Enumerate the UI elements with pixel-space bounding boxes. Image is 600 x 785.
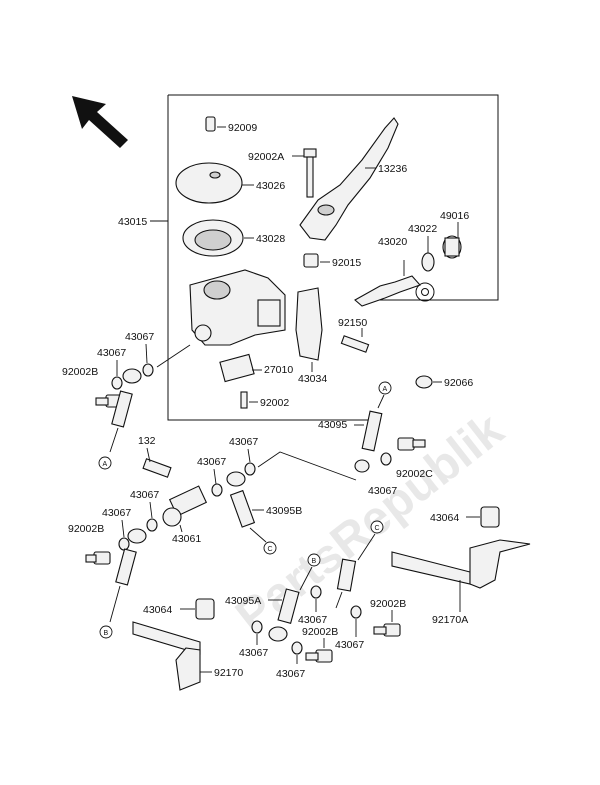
- label-92002B-b: 92002B: [68, 523, 104, 535]
- switch-27010: [219, 353, 262, 383]
- pivot-bolt-92002A: [292, 148, 317, 198]
- label-43067-h: 43067: [298, 614, 327, 626]
- label-27010: 27010: [264, 364, 293, 376]
- label-43064-a: 43064: [430, 512, 459, 524]
- washer-43067-k: [291, 641, 303, 664]
- label-92002B-a: 92002B: [62, 366, 98, 378]
- label-92002A: 92002A: [248, 151, 284, 163]
- label-43061: 43061: [172, 533, 201, 545]
- brake-hose-43095A: [268, 566, 313, 642]
- washer-43067-e: [211, 483, 223, 497]
- label-43095: 43095: [318, 419, 347, 431]
- label-132: 132: [138, 435, 156, 447]
- screw-92009: [205, 116, 226, 132]
- cap-92066: [415, 375, 442, 389]
- master-cylinder-body: [189, 269, 286, 346]
- label-49016: 49016: [440, 210, 469, 222]
- brake-hose-upper-left: [109, 368, 142, 453]
- label-92002B-d: 92002B: [302, 626, 338, 638]
- brake-hose-43095: [354, 394, 385, 473]
- callout-A-right: A: [378, 381, 392, 395]
- washer-43067-d: [244, 462, 256, 476]
- svg-text:B: B: [312, 558, 317, 565]
- svg-text:C: C: [375, 525, 380, 532]
- label-43034: 43034: [298, 373, 327, 385]
- grommet-43064-right: [466, 506, 500, 528]
- svg-text:A: A: [103, 461, 108, 468]
- svg-text:A: A: [383, 386, 388, 393]
- svg-text:C: C: [268, 546, 273, 553]
- label-43067-c: 43067: [368, 485, 397, 497]
- label-43067-g: 43067: [102, 507, 131, 519]
- label-43020: 43020: [378, 236, 407, 248]
- label-92170: 92170: [214, 667, 243, 679]
- washer-43067-h: [310, 585, 322, 612]
- banjo-bolt-92002B-b: [85, 551, 111, 565]
- circlip-43022: [421, 236, 435, 272]
- label-43022: 43022: [408, 223, 437, 235]
- washer-43067-a: [142, 363, 154, 377]
- label-43067-j: 43067: [239, 647, 268, 659]
- label-43028: 43028: [256, 233, 285, 245]
- label-43067-k: 43067: [276, 668, 305, 680]
- label-92015: 92015: [332, 257, 361, 269]
- callout-C-lower: C: [370, 520, 384, 534]
- label-43095A: 43095A: [225, 595, 261, 607]
- piston-assembly-43020: [354, 260, 421, 307]
- brake-lever-13236: [299, 117, 399, 241]
- label-43067-b: 43067: [97, 347, 126, 359]
- label-92150: 92150: [338, 317, 367, 329]
- callout-B-middle: B: [307, 553, 321, 567]
- direction-arrow-icon: [72, 96, 128, 148]
- switch-132: [142, 458, 172, 478]
- label-43067-d: 43067: [229, 436, 258, 448]
- label-92002: 92002: [260, 397, 289, 409]
- label-92009: 92009: [228, 122, 257, 134]
- banjo-bolt-92002B-d: [305, 638, 333, 663]
- label-92002C: 92002C: [396, 468, 433, 480]
- joint-43061: [162, 485, 208, 533]
- label-92170A: 92170A: [432, 614, 468, 626]
- callout-C-middle: C: [263, 541, 277, 555]
- bolt-92150: [340, 328, 370, 353]
- diaphragm-43028: [182, 219, 254, 257]
- washer-43067-i: [350, 605, 362, 637]
- bracket-92170A: [391, 539, 531, 612]
- callout-A-upper: A: [98, 456, 112, 470]
- label-43095B: 43095B: [266, 505, 302, 517]
- brake-hose-43095B: [226, 471, 267, 543]
- washer-43067-g: [118, 537, 130, 551]
- banjo-bolt-92002B-c: [373, 610, 401, 637]
- brake-hose-C-lower: [335, 533, 376, 609]
- label-13236: 13236: [378, 163, 407, 175]
- svg-text:B: B: [104, 630, 109, 637]
- reservoir-cap-43026: [175, 162, 254, 204]
- nut-92015: [303, 253, 330, 268]
- gear-icon: [415, 282, 435, 302]
- washer-43067-f: [146, 518, 158, 532]
- dust-boot-49016: [442, 222, 462, 259]
- label-43067-a: 43067: [125, 331, 154, 343]
- label-92002B-c: 92002B: [370, 598, 406, 610]
- label-43067-e: 43067: [197, 456, 226, 468]
- washer-43067-j: [251, 620, 263, 645]
- banjo-bolt-92002C: [397, 437, 426, 451]
- brake-hose-lower-left: [109, 528, 147, 623]
- grommet-43064-left: [195, 598, 215, 620]
- clamp-43034: [295, 287, 323, 372]
- washer-43067-b: [111, 376, 123, 390]
- label-43015: 43015: [118, 216, 147, 228]
- assembly-frame: [167, 94, 499, 421]
- bracket-92170: [132, 621, 212, 691]
- screw-92002: [240, 391, 258, 409]
- label-92066: 92066: [444, 377, 473, 389]
- callout-B-left: B: [99, 625, 113, 639]
- label-43064-b: 43064: [143, 604, 172, 616]
- label-43026: 43026: [256, 180, 285, 192]
- washer-43067-c: [380, 452, 392, 466]
- label-43067-i: 43067: [335, 639, 364, 651]
- label-43067-f: 43067: [130, 489, 159, 501]
